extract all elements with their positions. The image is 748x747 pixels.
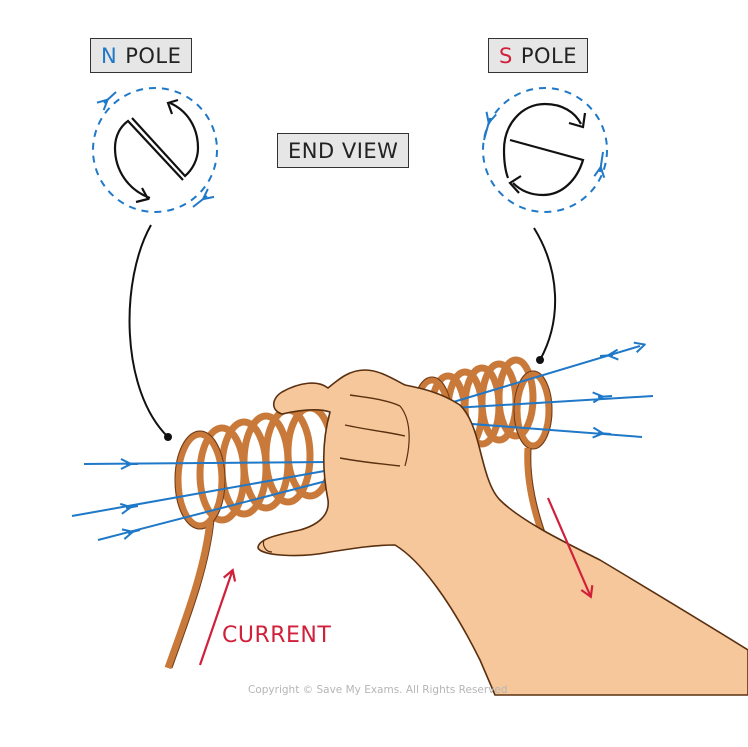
s-current-arc-top [502, 102, 582, 179]
n-pole-word: POLE [125, 44, 182, 68]
end-view-label: END VIEW [277, 133, 410, 168]
n-field-arrow-bottom [192, 196, 207, 208]
n-leader-dot [164, 433, 172, 441]
s-leader-dot [536, 356, 544, 364]
n-pole-end-view [92, 87, 218, 213]
current-arrow-in [198, 568, 237, 666]
s-current-arrowhead-bottom [508, 175, 522, 194]
n-current-arrowhead-right [166, 98, 179, 115]
s-current-arrowhead-top [568, 112, 587, 129]
n-pole-label: N POLE [90, 38, 193, 73]
n-leader-line [128, 224, 169, 438]
field-lines-left [71, 462, 331, 541]
s-pole-word: POLE [520, 44, 578, 68]
right-hand [257, 369, 748, 696]
s-leader-line [533, 227, 557, 361]
n-current-arrowhead-left [135, 187, 150, 204]
current-label: CURRENT [222, 623, 332, 648]
s-pole-letter: S [499, 44, 513, 68]
s-field-arrow-left [483, 118, 490, 141]
s-field-arrow-right [600, 151, 603, 172]
copyright-notice: Copyright © Save My Exams. All Rights Re… [248, 684, 508, 696]
n-current-arc-right [131, 101, 200, 178]
s-field-circle [482, 87, 608, 213]
coil-left [174, 404, 336, 530]
n-current-arc-left [113, 119, 184, 200]
s-pole-end-view [482, 87, 608, 213]
n-field-arrow-top [104, 91, 117, 103]
coil-left-outline [174, 430, 226, 530]
current-arrow-out [546, 497, 594, 599]
s-pole-label: S POLE [488, 38, 589, 73]
s-current-arc-bottom [509, 138, 585, 197]
n-pole-letter: N [101, 44, 118, 68]
coil-left-lead [164, 519, 214, 670]
n-field-circle [92, 87, 218, 213]
